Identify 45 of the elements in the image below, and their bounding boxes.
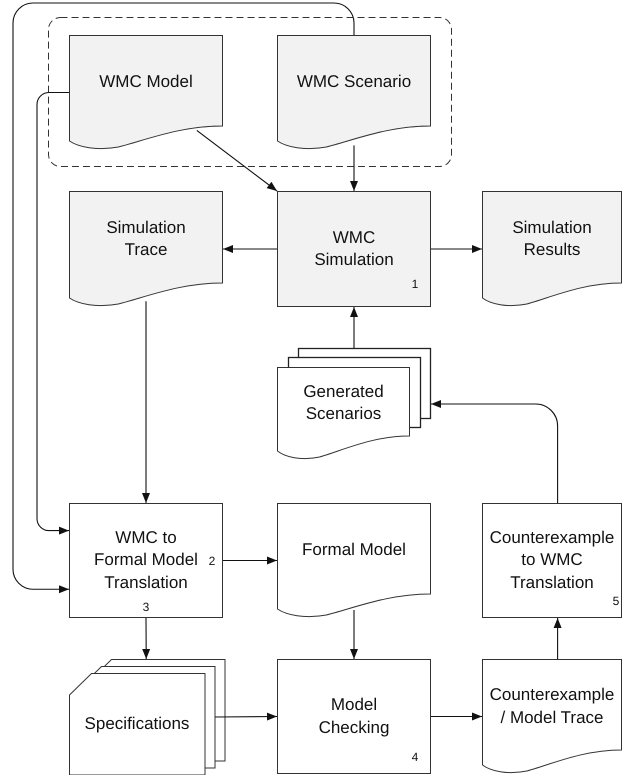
document-shape: [277, 35, 431, 150]
node-label: Simulation Trace: [105, 216, 187, 261]
node-label: WMC Simulation: [313, 226, 395, 271]
arrow: [350, 307, 358, 348]
document-shape: [277, 503, 431, 618]
node-label: WMC to Formal Model Translation: [93, 527, 199, 594]
step-number: 3: [142, 601, 150, 613]
arrow: [215, 712, 277, 721]
card-stack: [69, 659, 225, 775]
arrow: [223, 556, 277, 564]
arrow: [36, 92, 69, 535]
process-box: [277, 659, 431, 774]
group-frame: [48, 17, 452, 167]
arrow: [196, 130, 278, 192]
arrow: [350, 610, 358, 659]
process-box: [69, 503, 223, 618]
process-box: [482, 503, 622, 618]
document-stack: [277, 348, 431, 460]
arrow: [12, 2, 355, 594]
document-shape: [482, 191, 622, 307]
arrow: [431, 245, 482, 253]
arrow: [142, 301, 150, 503]
step-number: 4: [412, 751, 418, 763]
document-shape: [69, 191, 223, 307]
arrow: [142, 618, 150, 659]
process-box: [277, 191, 431, 307]
arrow: [431, 712, 482, 720]
document-shape: [69, 35, 223, 150]
arrow: [431, 400, 558, 503]
node-label: Generated Scenarios: [302, 380, 385, 425]
document-shape: [482, 659, 622, 774]
node-label: WMC Scenario: [296, 71, 412, 94]
node-label: Model Checking: [318, 694, 390, 738]
node-label: Formal Model: [302, 539, 406, 562]
node-label: WMC Model: [99, 71, 193, 94]
node-label: Counterexample to WMC Translation: [488, 527, 616, 594]
node-label: Simulation Results: [511, 216, 593, 261]
step-number: 5: [612, 595, 620, 607]
step-number: 2: [208, 555, 216, 567]
node-label: Counterexample / Model Trace: [488, 684, 616, 728]
step-number: 1: [412, 278, 418, 290]
arrow: [223, 245, 277, 253]
node-label: Specifications: [84, 712, 190, 735]
arrow: [554, 618, 562, 659]
arrow: [350, 145, 358, 191]
